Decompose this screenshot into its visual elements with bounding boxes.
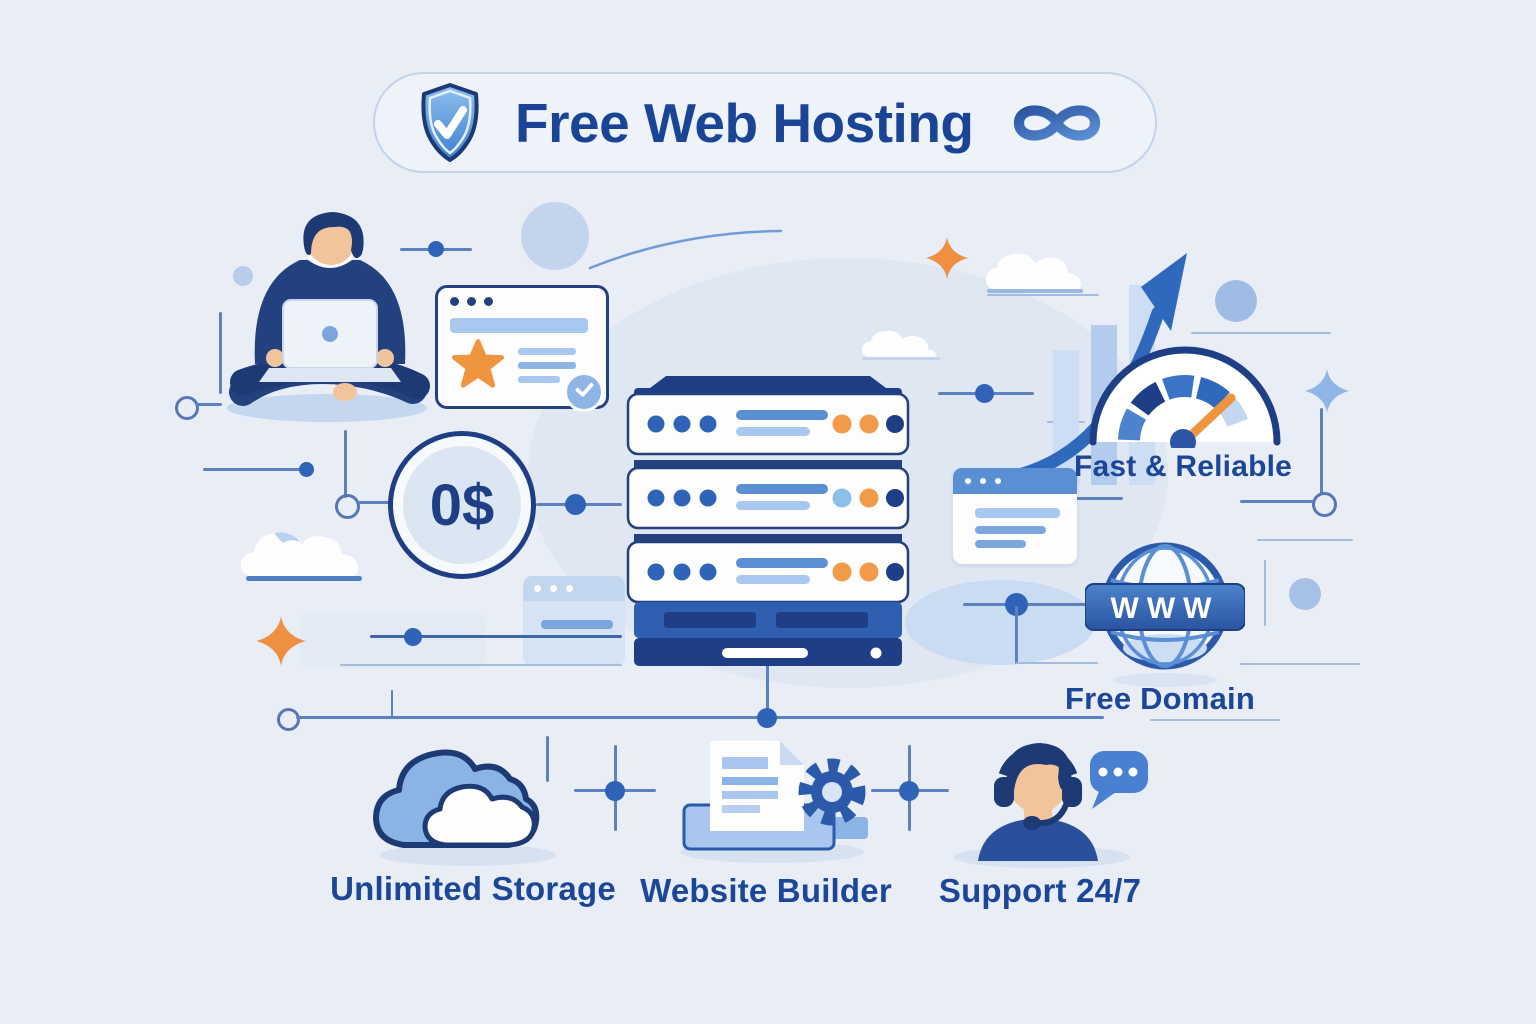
connector-line bbox=[391, 690, 393, 718]
decor-circle bbox=[521, 202, 589, 270]
connector-line bbox=[356, 501, 390, 504]
card-text-line bbox=[541, 620, 613, 629]
speech-bubble-icon bbox=[1090, 751, 1148, 809]
page-title: Free Web Hosting bbox=[515, 91, 974, 154]
connector-line bbox=[296, 716, 1104, 719]
connector-line bbox=[1240, 663, 1360, 665]
connector-line bbox=[1073, 497, 1123, 500]
mini-browser-card bbox=[523, 576, 625, 666]
background-cloud-blob bbox=[905, 580, 1095, 665]
connector-line bbox=[1257, 539, 1353, 541]
connector-line bbox=[1240, 500, 1314, 503]
connector-line bbox=[1015, 606, 1018, 664]
card-banner-bar bbox=[450, 318, 588, 333]
feature-label-unlimited-storage: Unlimited Storage bbox=[330, 870, 616, 907]
document-gear-icon bbox=[680, 741, 868, 863]
window-dots-icon bbox=[953, 468, 1077, 494]
feature-label-free-domain: Free Domain bbox=[1065, 681, 1255, 716]
card-text-line bbox=[975, 508, 1060, 518]
connector-line bbox=[203, 468, 303, 471]
server-stack-icon bbox=[626, 376, 910, 666]
feature-label-website-builder: Website Builder bbox=[640, 872, 892, 909]
sparkle-icon bbox=[926, 237, 968, 279]
connector-line bbox=[219, 312, 222, 394]
title-banner: Free Web Hosting bbox=[373, 72, 1157, 173]
sparkle-icon bbox=[1305, 369, 1349, 413]
card-text-line bbox=[975, 526, 1046, 534]
browser-star-card bbox=[435, 285, 609, 412]
card-text-line bbox=[975, 540, 1026, 548]
check-badge-icon bbox=[564, 372, 604, 412]
connector-line bbox=[340, 664, 622, 666]
connector-line bbox=[546, 736, 549, 782]
cloud-decoration bbox=[861, 330, 940, 360]
cloud-decoration bbox=[985, 253, 1083, 293]
connector-dot bbox=[299, 462, 314, 477]
sparkle-icon bbox=[256, 616, 306, 666]
decor-circle bbox=[233, 266, 253, 286]
window-dots-icon bbox=[523, 576, 625, 601]
price-badge: 0$ bbox=[388, 431, 536, 579]
connector-line bbox=[1264, 560, 1266, 626]
background-soft-rect bbox=[300, 612, 485, 668]
connector-dot bbox=[404, 628, 422, 646]
connector-dot bbox=[428, 241, 444, 257]
decor-circle bbox=[1289, 578, 1321, 610]
connector-dot bbox=[565, 494, 586, 515]
connector-ring bbox=[277, 708, 300, 731]
globe-www-icon: WWW bbox=[1085, 542, 1245, 687]
connector-line bbox=[1320, 408, 1323, 494]
infinity-icon bbox=[1013, 105, 1100, 140]
star-icon bbox=[452, 339, 504, 388]
window-dots-icon bbox=[450, 297, 493, 306]
connector-dot bbox=[605, 781, 625, 801]
cloud-decoration bbox=[240, 532, 362, 581]
speedometer-icon bbox=[1089, 346, 1281, 448]
cloud-icon bbox=[373, 749, 556, 866]
decor-arc-line bbox=[588, 229, 783, 270]
connector-line bbox=[344, 430, 347, 498]
connector-line bbox=[370, 635, 622, 638]
connector-line bbox=[1016, 662, 1098, 664]
connector-dot bbox=[975, 384, 994, 403]
price-value: 0$ bbox=[429, 472, 495, 538]
decor-circle bbox=[1215, 280, 1257, 322]
globe-banner-text: WWW bbox=[1111, 592, 1220, 625]
connector-ring bbox=[335, 494, 360, 519]
connector-ring bbox=[175, 396, 199, 420]
feature-label-fast-reliable: Fast & Reliable bbox=[1073, 450, 1293, 483]
connector-line bbox=[987, 294, 1099, 296]
connector-ring bbox=[1312, 492, 1337, 517]
connector-dot bbox=[1005, 593, 1028, 616]
connector-line bbox=[1191, 332, 1331, 334]
connector-dot bbox=[899, 781, 919, 801]
shield-check-icon bbox=[421, 82, 479, 162]
connector-line bbox=[766, 662, 769, 718]
connector-line bbox=[963, 603, 1097, 606]
card-text-lines bbox=[518, 348, 576, 383]
price-badge-inner: 0$ bbox=[403, 446, 521, 564]
feature-label-support: Support 24/7 bbox=[938, 872, 1142, 909]
connector-line bbox=[1150, 719, 1280, 721]
connector-line bbox=[196, 403, 222, 406]
person-with-laptop bbox=[227, 212, 430, 422]
connector-dot bbox=[757, 708, 777, 728]
support-agent-headset-icon bbox=[954, 743, 1148, 868]
browser-card bbox=[953, 468, 1077, 564]
